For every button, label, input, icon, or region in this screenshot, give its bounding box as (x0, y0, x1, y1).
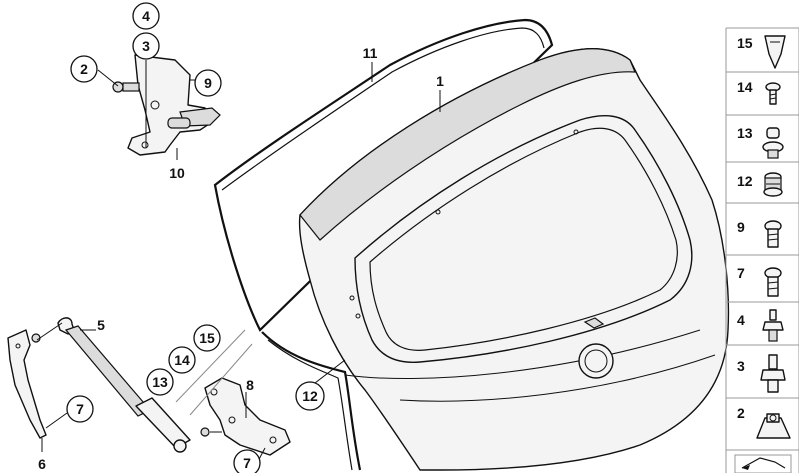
svg-text:15: 15 (737, 35, 753, 51)
callout-11: 11 (363, 45, 378, 61)
svg-text:8: 8 (246, 377, 254, 393)
screw-icon (765, 82, 781, 105)
callout-3: 3 (132, 32, 160, 60)
parts-panel-row-13: 13 (737, 125, 784, 159)
clip-icon (764, 35, 786, 69)
callout-14: 14 (168, 346, 196, 374)
svg-text:7: 7 (737, 265, 745, 281)
svg-text:13: 13 (152, 374, 168, 390)
svg-text:2: 2 (80, 61, 88, 77)
plug-icon (762, 127, 784, 159)
parts-panel: 15 14 13 12 (725, 27, 799, 473)
svg-text:3: 3 (737, 358, 745, 374)
parts-panel-row-9: 9 (737, 219, 782, 248)
callout-10: 10 (169, 165, 185, 181)
svg-text:11: 11 (363, 45, 378, 61)
parts-panel-row-2: 2 (737, 405, 791, 439)
callout-2: 2 (70, 55, 98, 83)
svg-text:4: 4 (142, 8, 150, 24)
callout-12: 12 (295, 381, 325, 411)
svg-text:1: 1 (436, 73, 444, 89)
collar-bolt-icon (760, 354, 786, 393)
svg-text:2: 2 (737, 405, 745, 421)
emblem-icon (578, 343, 614, 379)
parts-panel-row-15: 15 (737, 35, 786, 69)
svg-text:14: 14 (174, 352, 190, 368)
strut-bracket (200, 377, 291, 456)
callout-7-bracket: 7 (233, 449, 261, 473)
svg-text:9: 9 (737, 219, 745, 235)
callout-13: 13 (146, 368, 174, 396)
callout-7-strut: 7 (66, 395, 94, 423)
svg-text:3: 3 (142, 38, 150, 54)
callout-5: 5 (97, 317, 105, 333)
svg-text:7: 7 (243, 455, 251, 471)
svg-text:5: 5 (97, 317, 105, 333)
hinge-assembly (97, 54, 221, 160)
svg-text:15: 15 (199, 330, 215, 346)
tailgate-seal (213, 18, 554, 471)
callout-15: 15 (193, 324, 221, 352)
svg-text:6: 6 (38, 456, 46, 472)
callout-8: 8 (246, 377, 254, 393)
bolt-icon (764, 267, 782, 297)
parts-panel-row-7: 7 (737, 265, 782, 297)
svg-text:13: 13 (737, 125, 753, 141)
svg-text:9: 9 (204, 75, 212, 91)
svg-text:4: 4 (737, 312, 745, 328)
bolt-icon (764, 220, 782, 248)
svg-text:12: 12 (302, 388, 318, 404)
gas-strut-assembly (7, 317, 191, 453)
parts-panel-row-12: 12 (737, 172, 783, 197)
parts-panel-row-14: 14 (737, 79, 781, 105)
callout-1: 1 (436, 73, 444, 89)
svg-text:7: 7 (76, 401, 84, 417)
callout-9: 9 (194, 69, 222, 97)
parts-panel-row-4: 4 (737, 309, 784, 342)
callout-6: 6 (38, 456, 46, 472)
svg-text:12: 12 (737, 173, 753, 189)
diagram-ref-icon (734, 454, 792, 473)
parts-panel-row-3: 3 (737, 354, 786, 393)
grommet-icon (763, 172, 783, 197)
svg-text:14: 14 (737, 79, 753, 95)
nut-icon (756, 413, 791, 439)
svg-text:10: 10 (169, 165, 185, 181)
callout-4: 4 (132, 2, 160, 30)
stud-bolt-icon (762, 309, 784, 342)
tailgate-panel (298, 48, 730, 471)
